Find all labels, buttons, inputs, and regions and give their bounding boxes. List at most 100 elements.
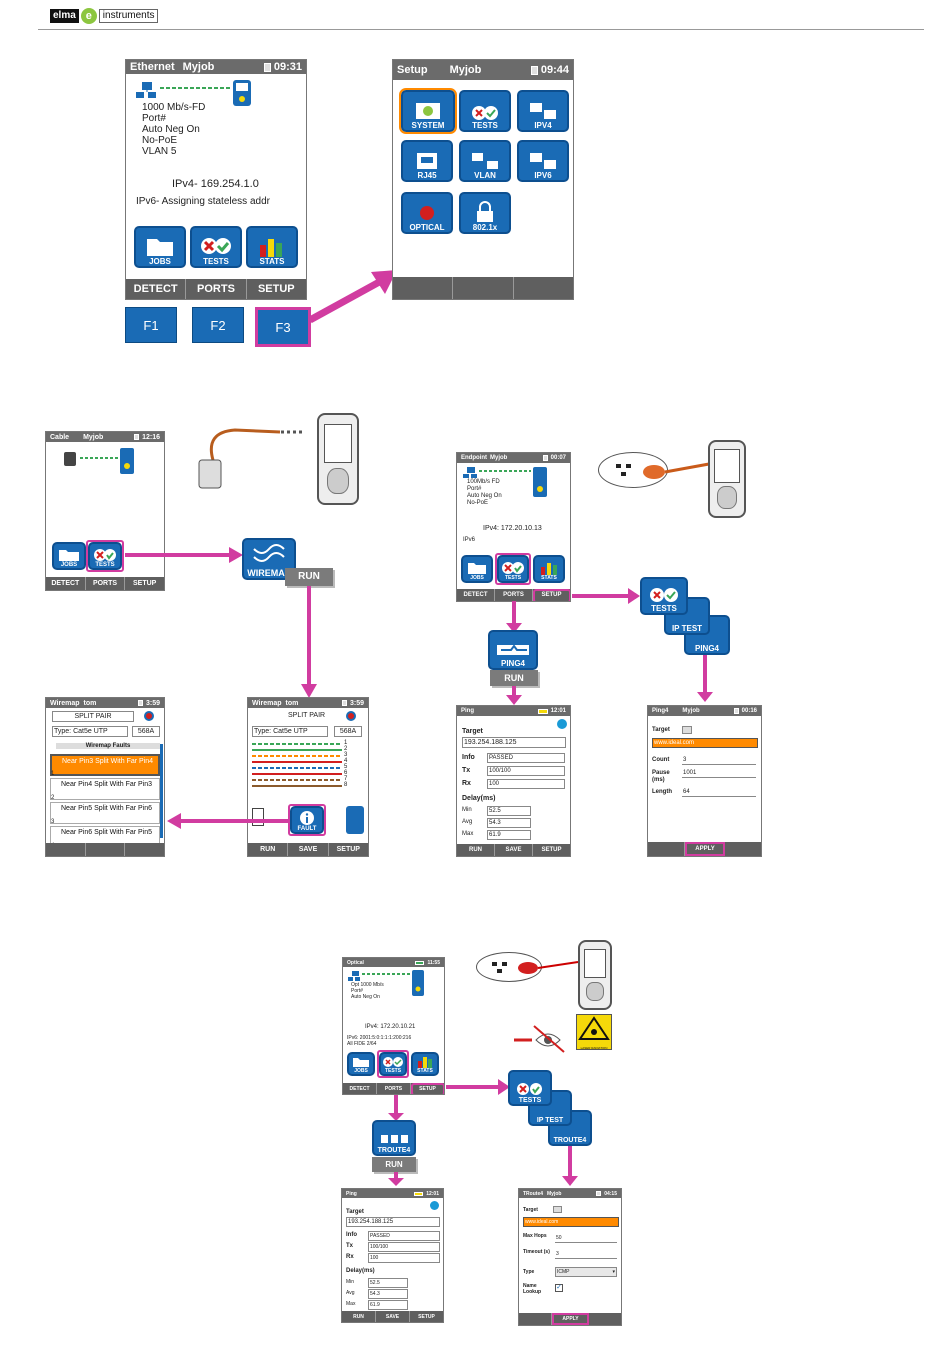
jobs-tile[interactable]: JOBS xyxy=(461,555,493,583)
run-button[interactable]: RUN xyxy=(372,1157,416,1172)
chevron-down-icon: ▾ xyxy=(612,1269,615,1275)
flow-arrow xyxy=(394,1172,398,1180)
target-field[interactable]: 193.254.188.125 xyxy=(462,737,566,748)
link-diagram-icon xyxy=(463,467,547,497)
softkey-detect[interactable]: DETECT xyxy=(126,279,187,299)
target-field[interactable]: www.ideal.com xyxy=(523,1217,619,1227)
stats-icon xyxy=(418,1057,432,1068)
rx-value: 100 xyxy=(487,779,565,789)
browse-button[interactable] xyxy=(553,1206,562,1213)
run-button[interactable]: RUN xyxy=(285,568,333,586)
tests-icon xyxy=(201,238,231,254)
ipv4-tile[interactable]: IPV4 xyxy=(517,90,569,132)
ipv4-address: IPv4: 172.20.10.21 xyxy=(365,1024,416,1030)
jobs-tile[interactable]: JOBS xyxy=(134,226,186,268)
run-button[interactable]: RUN xyxy=(490,670,538,686)
pause-field[interactable]: 1001 xyxy=(682,769,756,778)
flow-arrow xyxy=(125,553,237,557)
length-field[interactable]: 64 xyxy=(682,788,756,797)
tx-value: 100/100 xyxy=(487,766,565,776)
apply-button[interactable]: APPLY xyxy=(685,842,725,856)
stats-tile[interactable]: STATS xyxy=(411,1052,439,1076)
jobs-tile[interactable]: JOBS xyxy=(52,542,86,570)
target-field[interactable]: www.ideal.com xyxy=(652,738,758,748)
pass-icon xyxy=(557,719,567,729)
tests-tile[interactable]: TESTS xyxy=(459,90,511,132)
ipv6-status: IPv6 xyxy=(463,537,476,543)
count-field[interactable]: 3 xyxy=(682,756,756,765)
tests-highlight xyxy=(495,553,531,585)
rx-value: 100 xyxy=(368,1253,440,1263)
tests-stack-tile[interactable]: TESTS xyxy=(508,1070,552,1106)
tests-stack-tile[interactable]: TESTS xyxy=(640,577,688,615)
screen-title: Setup xyxy=(397,64,428,76)
browse-button[interactable] xyxy=(682,726,692,734)
stats-tile[interactable]: STATS xyxy=(246,226,298,268)
setup-highlight xyxy=(533,589,570,601)
tests-icon xyxy=(383,1057,403,1067)
troute4-tile[interactable]: TROUTE4 xyxy=(372,1120,416,1156)
fault-item[interactable]: Near Pin4 Split With Far Pin3 xyxy=(50,778,160,800)
folder-icon xyxy=(59,550,79,561)
type-select[interactable]: ICMP▾ xyxy=(555,1267,617,1277)
vlan-tile[interactable]: VLAN xyxy=(459,140,511,182)
fault-item[interactable]: Near Pin5 Split With Far Pin6 xyxy=(50,802,160,824)
flow-arrow xyxy=(572,594,632,598)
8021x-tile[interactable]: 802.1x xyxy=(459,192,511,234)
fault-tile[interactable]: FAULT xyxy=(290,806,324,834)
flow-arrow xyxy=(394,1095,398,1115)
no-eye-icon xyxy=(514,1025,565,1053)
flow-arrow xyxy=(512,686,516,698)
stats-icon xyxy=(541,563,557,575)
tests-tile[interactable]: TESTS xyxy=(379,1052,407,1076)
optical-tile[interactable]: OPTICAL xyxy=(401,192,453,234)
router-icon xyxy=(492,961,579,974)
ping4-tile[interactable]: PING4 xyxy=(488,630,538,670)
apply-button[interactable]: APPLY xyxy=(552,1313,589,1325)
screen-title: Ethernet xyxy=(130,61,175,73)
timeout-field[interactable]: 3 xyxy=(555,1250,617,1259)
target-field[interactable]: 193.254.188.125 xyxy=(346,1217,440,1227)
ping-icon xyxy=(497,644,529,655)
scrollbar[interactable] xyxy=(160,744,163,838)
info-icon xyxy=(300,811,314,825)
tests-tile[interactable]: TESTS xyxy=(88,542,122,570)
tests-icon xyxy=(650,588,678,602)
f2-key[interactable]: F2 xyxy=(192,307,244,343)
rj45-icon xyxy=(417,153,437,169)
logo-left: elma xyxy=(50,9,79,23)
ipv6-tile[interactable]: IPV6 xyxy=(517,140,569,182)
max-hops-field[interactable]: 50 xyxy=(555,1234,617,1243)
header-rule xyxy=(38,29,924,30)
fail-icon xyxy=(144,711,154,721)
f1-key[interactable]: F1 xyxy=(125,307,177,343)
router-icon xyxy=(616,462,710,479)
system-tile[interactable]: SYSTEM xyxy=(399,88,457,134)
softkey-ports[interactable]: PORTS xyxy=(186,279,247,299)
fault-item[interactable]: Near Pin3 Split With Far Pin4 xyxy=(50,754,160,776)
tests-tile[interactable]: TESTS xyxy=(190,226,242,268)
name-lookup-checkbox[interactable]: ✓ xyxy=(555,1284,563,1292)
faults-header: Wiremap Faults xyxy=(56,743,160,749)
stats-tile[interactable]: STATS xyxy=(533,555,565,583)
f3-key[interactable]: F3 xyxy=(255,307,311,347)
softkey-setup[interactable]: SETUP xyxy=(257,283,295,295)
stats-icon xyxy=(260,239,282,257)
tests-tile[interactable]: TESTS xyxy=(497,555,529,583)
jobs-tile[interactable]: JOBS xyxy=(347,1052,375,1076)
rj45-tile[interactable]: RJ45 xyxy=(401,140,453,182)
